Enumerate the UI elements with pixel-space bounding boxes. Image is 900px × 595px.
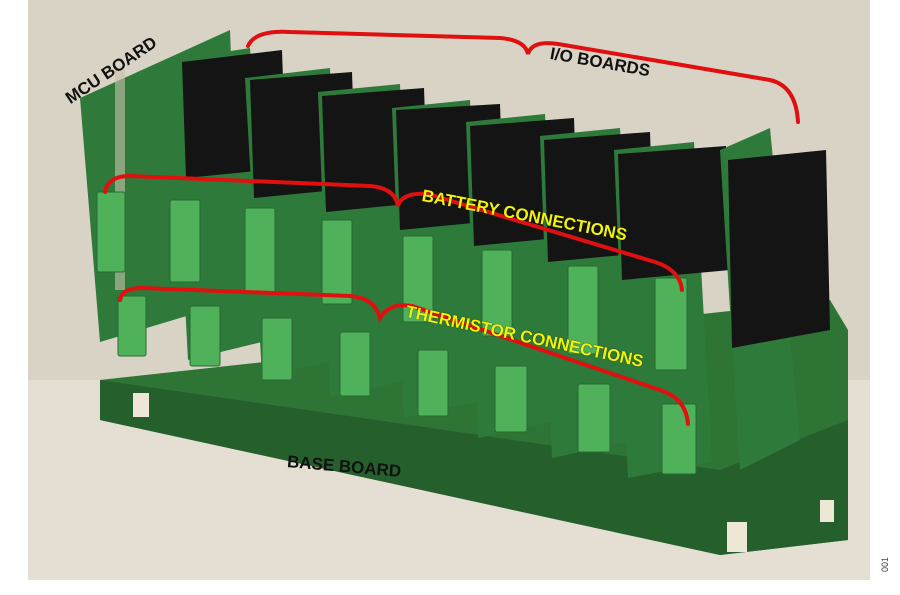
standoff [133,393,149,417]
battery-connections-bracket [103,173,684,292]
figure-number: 001 [880,556,890,572]
annotation-brackets [103,29,800,426]
thermistor-connections-bracket [118,285,690,426]
battery-connectors [96,191,688,371]
thermistor-connectors [117,295,697,475]
io-boards-bracket [246,29,800,124]
standoff [820,500,834,522]
standoff [727,522,747,552]
